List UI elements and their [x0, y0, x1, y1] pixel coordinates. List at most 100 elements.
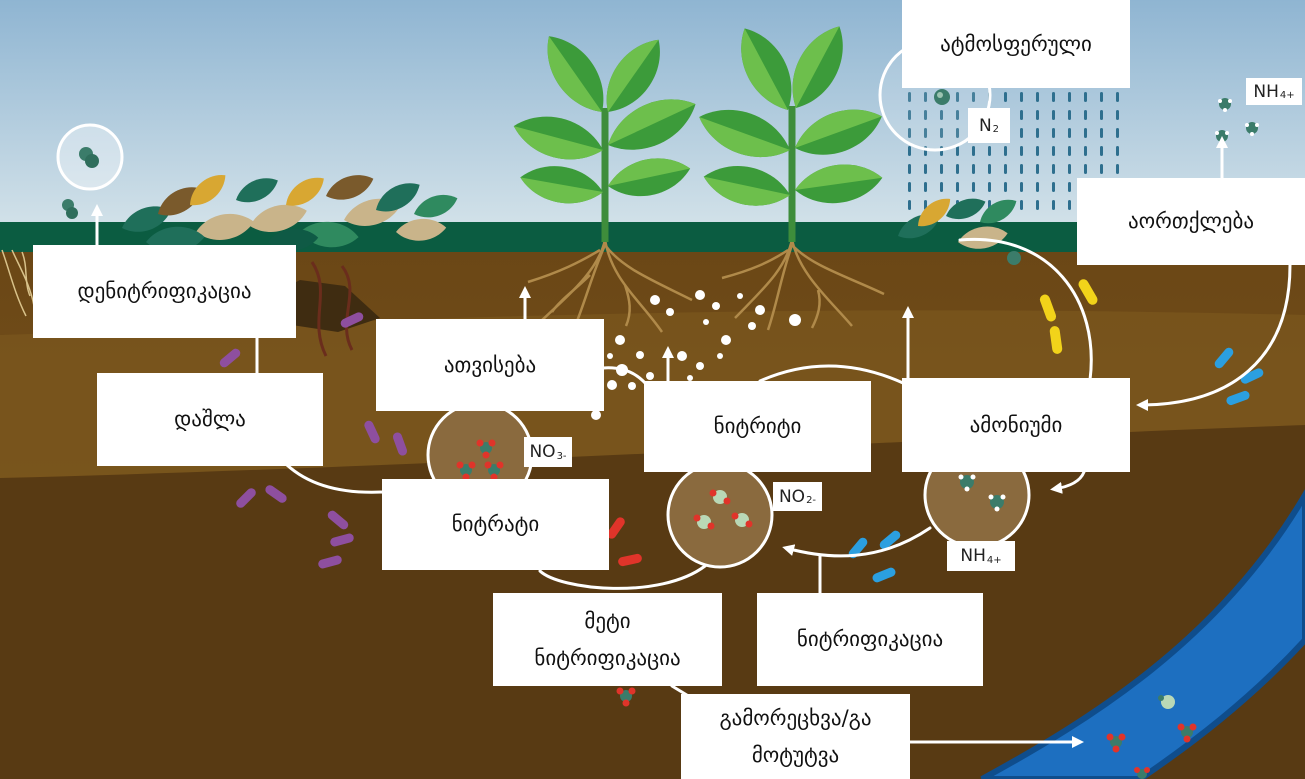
raindrop — [1036, 146, 1039, 156]
evaporation-label: აორთქლება — [1128, 203, 1254, 240]
bubble — [695, 290, 705, 300]
raindrop — [1084, 110, 1087, 120]
atmospheric-label: ატმოსფერული — [940, 26, 1092, 63]
raindrop — [1020, 110, 1023, 120]
more-nitrification-label-line2: ნიტრიფიკაცია — [534, 640, 680, 677]
formula-base: NO — [529, 442, 555, 462]
raindrop — [908, 200, 911, 210]
raindrop — [1068, 110, 1071, 120]
bubble — [755, 305, 765, 315]
raindrop — [1068, 128, 1071, 138]
nitrogen-molecule — [934, 89, 950, 105]
raindrop — [1068, 164, 1071, 174]
raindrop — [1052, 164, 1055, 174]
leaching-label-line1: გამორეცხვა/გა — [719, 700, 871, 737]
raindrop — [972, 164, 975, 174]
nh4-ammonium-formula-tag: NH4+ — [947, 541, 1015, 571]
formula-base: N — [979, 116, 992, 136]
raindrop — [1116, 146, 1119, 156]
raindrop — [1068, 182, 1071, 192]
raindrop — [1052, 200, 1055, 210]
formula-subscript: 4+ — [987, 555, 1002, 566]
bubble — [628, 382, 636, 390]
raindrop — [956, 146, 959, 156]
raindrop — [1004, 182, 1007, 192]
uptake-label-box: ათვისება — [376, 319, 604, 411]
formula-base: NO — [779, 487, 805, 507]
nitrite-label-box: ნიტრიტი — [644, 381, 871, 472]
nitrate-label-box: ნიტრატი — [382, 479, 609, 570]
raindrop — [972, 146, 975, 156]
decomposition-label: დაშლა — [174, 401, 246, 438]
raindrop — [1100, 128, 1103, 138]
decomposition-label-box: დაშლა — [97, 373, 323, 466]
raindrop — [1020, 92, 1023, 102]
bubble — [703, 319, 709, 325]
bubble — [666, 308, 674, 316]
raindrop — [1052, 128, 1055, 138]
bubble — [607, 380, 617, 390]
more-nitrification-label-line1: მეტი — [584, 603, 630, 640]
raindrop — [1004, 92, 1007, 102]
formula-base: NH — [1253, 82, 1279, 102]
formula-subscript: 2- — [806, 495, 816, 506]
formula-base: NH — [960, 546, 986, 566]
raindrop — [1116, 92, 1119, 102]
bubble — [650, 295, 660, 305]
raindrop — [1068, 200, 1071, 210]
raindrop — [1084, 92, 1087, 102]
raindrop — [1036, 92, 1039, 102]
raindrop — [956, 182, 959, 192]
raindrop — [1052, 182, 1055, 192]
raindrop — [1052, 92, 1055, 102]
raindrop — [1100, 110, 1103, 120]
raindrop — [1084, 128, 1087, 138]
nitrate-label: ნიტრატი — [452, 506, 540, 543]
denitrification-label-box: დენიტრიფიკაცია — [33, 245, 296, 338]
raindrop — [908, 164, 911, 174]
bubble — [717, 353, 723, 359]
evaporation-label-box: აორთქლება — [1077, 178, 1305, 265]
raindrop — [1068, 92, 1071, 102]
raindrop — [988, 182, 991, 192]
bubble — [748, 322, 756, 330]
bubble — [615, 335, 625, 345]
raindrop — [1020, 164, 1023, 174]
raindrop — [908, 182, 911, 192]
bubble — [789, 314, 801, 326]
bubble — [712, 302, 720, 310]
raindrop — [1116, 110, 1119, 120]
raindrop — [1004, 164, 1007, 174]
raindrop — [988, 164, 991, 174]
raindrop — [1020, 146, 1023, 156]
bubble — [591, 410, 601, 420]
raindrop — [1036, 128, 1039, 138]
nitrite-label: ნიტრიტი — [714, 408, 802, 445]
raindrop — [940, 182, 943, 192]
raindrop — [1036, 110, 1039, 120]
raindrop — [1100, 164, 1103, 174]
raindrop — [1100, 146, 1103, 156]
raindrop — [1100, 92, 1103, 102]
raindrop — [908, 146, 911, 156]
raindrop — [1084, 146, 1087, 156]
raindrop — [1020, 200, 1023, 210]
atmospheric-label-box: ატმოსფერული — [902, 0, 1130, 88]
bubble — [646, 372, 654, 380]
raindrop — [940, 164, 943, 174]
ammonium-label: ამონიუმი — [970, 407, 1063, 444]
nitrite-cell — [668, 463, 772, 567]
raindrop — [1036, 164, 1039, 174]
raindrop — [924, 182, 927, 192]
nitrification-label: ნიტრიფიკაცია — [797, 621, 943, 658]
raindrop — [1084, 164, 1087, 174]
bubble — [607, 353, 613, 359]
denitrification-label: დენიტრიფიკაცია — [77, 273, 251, 310]
raindrop — [1004, 146, 1007, 156]
leaching-label-box: გამორეცხვა/გა მოტუტვა — [681, 694, 910, 779]
raindrop — [1052, 146, 1055, 156]
nitrification-label-box: ნიტრიფიკაცია — [757, 593, 983, 686]
